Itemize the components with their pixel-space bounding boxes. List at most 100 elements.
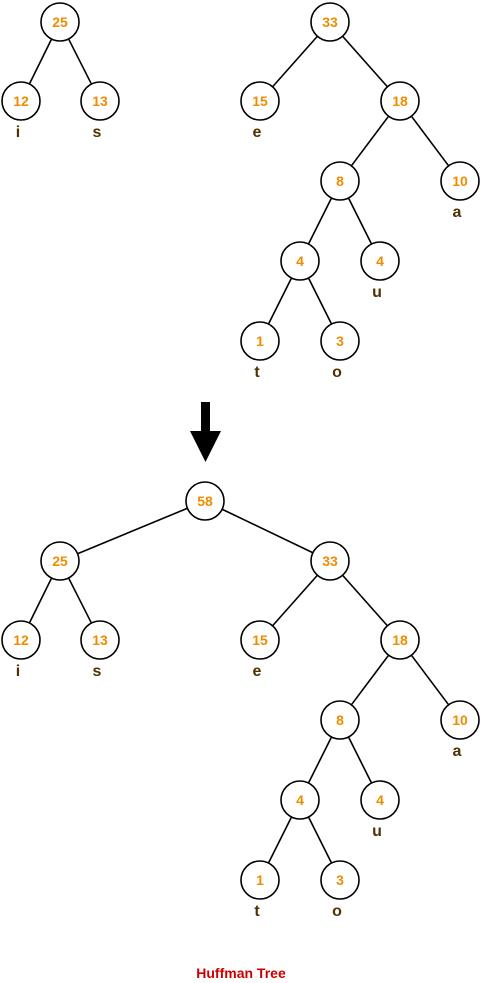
leaf-char-label: t: [254, 364, 260, 381]
node-value: 1: [256, 333, 264, 349]
node-value: 1: [256, 872, 264, 888]
node-value: 18: [392, 632, 408, 648]
tree-node-n1: 1t: [240, 321, 280, 381]
edge-n8-n4a: [307, 197, 333, 245]
leaf-char-label: a: [453, 743, 462, 760]
edge-n8-n4u: [347, 197, 373, 245]
edge-m33-m18: [342, 574, 388, 627]
node-value: 10: [452, 173, 468, 189]
node-circle: [310, 541, 350, 581]
leaf-char-label: o: [332, 903, 342, 920]
node-circle: [280, 780, 320, 820]
node-value: 8: [336, 712, 344, 728]
down-arrow-icon: [190, 402, 221, 462]
node-circle: [40, 2, 80, 42]
tree-node-m10: 10a: [440, 700, 480, 760]
tree-node-m13: 13s: [80, 620, 120, 680]
node-value: 25: [52, 553, 68, 569]
tree-node-m1: 1t: [240, 860, 280, 920]
tree-node-n15: 15 e: [240, 81, 280, 141]
tree-node-m15: 15 e: [240, 620, 280, 680]
node-value: 15: [252, 632, 268, 648]
node-circle: [1, 620, 41, 660]
tree-node-m3: 3o: [320, 860, 360, 920]
node-value: 33: [322, 553, 338, 569]
edge-m8-m4u: [347, 736, 373, 784]
leaf-char-label: t: [254, 903, 260, 920]
edge-m18-m10: [410, 654, 450, 706]
node-circle: [80, 620, 120, 660]
leaf-char-label: i: [16, 663, 20, 680]
tree-node-n18: 18: [380, 81, 420, 121]
node-value: 12: [13, 93, 29, 109]
tree-node-m4u: 4u: [360, 780, 400, 840]
node-value: 3: [336, 333, 344, 349]
edge-n4a-n1: [267, 277, 293, 325]
node-circle: [280, 241, 320, 281]
edge-n33-n18: [342, 35, 388, 88]
node-value: 15: [252, 93, 268, 109]
edge-m58-m33: [221, 508, 314, 554]
node-circle: [240, 321, 280, 361]
edge-m18-m8: [350, 654, 390, 706]
node-value: 33: [322, 14, 338, 30]
tree-node-n13: 13 s: [80, 81, 120, 141]
leaf-char-label: i: [16, 124, 20, 141]
node-circle: [240, 860, 280, 900]
edge-m33-m15: [272, 574, 318, 627]
tree-node-n12: 12 i: [1, 81, 41, 141]
node-value: 4: [296, 792, 304, 808]
node-value: 25: [52, 14, 68, 30]
tree-node-m4a: 4: [280, 780, 320, 820]
leaf-char-label: u: [372, 823, 382, 840]
tree-node-m18: 18: [380, 620, 420, 660]
edges-layer: [28, 35, 450, 864]
tree-node-n25: 25: [40, 2, 80, 42]
edge-m25-m12: [28, 577, 53, 624]
node-circle: [1, 81, 41, 121]
edge-m58-m25: [77, 507, 188, 555]
leaf-char-label: o: [332, 364, 342, 381]
edge-n4a-n3: [307, 277, 333, 325]
node-circle: [310, 2, 350, 42]
caption-huffman-tree: Huffman Tree: [196, 965, 286, 981]
edge-m8-m4a: [307, 736, 333, 784]
down-arrow-head: [190, 431, 221, 462]
node-circle: [320, 700, 360, 740]
node-circle: [240, 81, 280, 121]
node-circle: [320, 161, 360, 201]
node-value: 18: [392, 93, 408, 109]
node-value: 13: [92, 93, 108, 109]
node-value: 4: [376, 792, 384, 808]
leaf-char-label: e: [253, 663, 262, 680]
edge-m25-m13: [67, 577, 93, 624]
tree-node-m25: 25: [40, 541, 80, 581]
tree-node-m8: 8: [320, 700, 360, 740]
node-circle: [360, 241, 400, 281]
edge-n33-n15: [272, 35, 318, 88]
tree-node-m33: 33: [310, 541, 350, 581]
node-circle: [440, 161, 480, 201]
node-value: 8: [336, 173, 344, 189]
node-circle: [40, 541, 80, 581]
edge-m4a-m3: [307, 816, 333, 864]
edge-m4a-m1: [267, 816, 293, 864]
leaf-char-label: a: [453, 204, 462, 221]
node-circle: [440, 700, 480, 740]
tree-node-n10: 10 a: [440, 161, 480, 221]
leaf-char-label: s: [93, 663, 102, 680]
node-value: 12: [13, 632, 29, 648]
node-circle: [360, 780, 400, 820]
leaf-char-label: s: [93, 124, 102, 141]
node-value: 4: [296, 253, 304, 269]
tree-node-m12: 12 i: [1, 620, 41, 680]
down-arrow-shaft: [201, 402, 210, 432]
node-value: 3: [336, 872, 344, 888]
edge-n25-n12: [28, 38, 53, 85]
tree-node-n4a: 4: [280, 241, 320, 281]
node-circle: [320, 860, 360, 900]
leaf-char-label: e: [253, 124, 262, 141]
edge-n18-n8: [350, 115, 390, 167]
node-value: 58: [197, 493, 213, 509]
